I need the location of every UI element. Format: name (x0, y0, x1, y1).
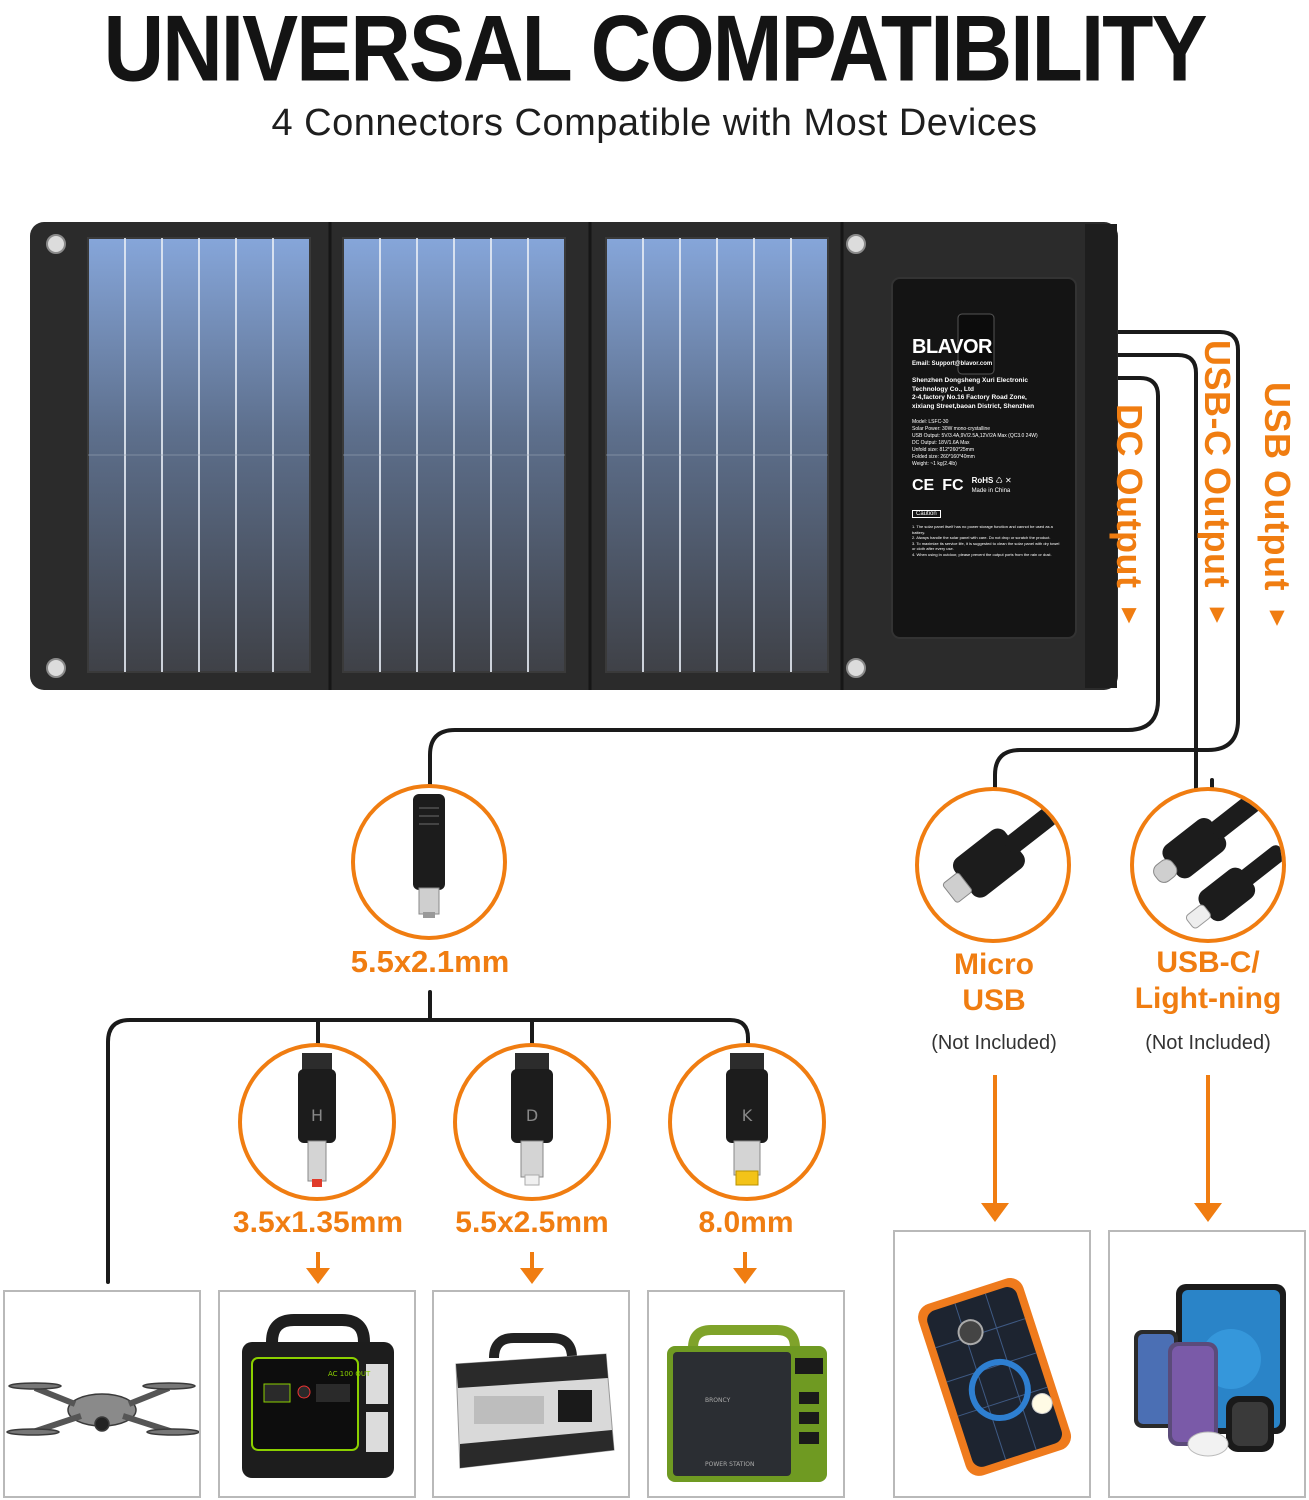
tip-3513-label: 3.5x1.35mm (232, 1206, 404, 1239)
solar-power-bank-icon (918, 1278, 1072, 1476)
device-power-station-1: AC 100 OUT (218, 1290, 416, 1498)
station-brand: BRONCY (705, 1397, 731, 1404)
power-station-icon: BRONCY POWER STATION (667, 1325, 827, 1482)
station-port-label: AC 100 OUT (328, 1370, 371, 1378)
pocket-label: BLAVOR Email: Support@blavor.com Shenzhe… (912, 336, 1082, 557)
micro-usb-label: Micro USB (953, 948, 1034, 1017)
tip-letter: K (742, 1106, 753, 1125)
certification-marks: CE FC RoHS ♺ ✕ Made in China (912, 476, 1082, 496)
spec-list: Model: LSFC-30 Solar Power: 30W mono-cry… (912, 419, 1038, 467)
dc-adapter-icon: K (726, 1053, 768, 1186)
station-label: POWER STATION (705, 1461, 754, 1468)
caution-list: 1. The solar panel itself has no power s… (912, 524, 1060, 557)
tip-letter: D (526, 1106, 538, 1125)
dc-plug-icon (413, 794, 445, 918)
tip-letter: H (311, 1106, 323, 1125)
usbc-cable (1060, 353, 1198, 792)
dc-5521-label: 5.5x2.1mm (350, 944, 510, 979)
down-arrow-icon: ▼ (1114, 598, 1144, 630)
tip-5525-label: 5.5x2.5mm (455, 1206, 609, 1239)
micro-usb-icon (942, 805, 1059, 903)
usbc-lightning-note: (Not Included) (1145, 1032, 1271, 1054)
device-power-station-2 (432, 1290, 630, 1498)
dc-cable (428, 376, 1160, 792)
device-phones-tablets (1108, 1230, 1306, 1498)
brand-logo: BLAVOR (912, 336, 992, 358)
ce-mark-icon: CE (912, 477, 935, 494)
power-station-icon (455, 1333, 615, 1469)
usb-cable (993, 330, 1240, 802)
tip-3513-connector: H (238, 1043, 396, 1201)
power-station-icon: AC 100 OUT (242, 1314, 394, 1478)
tip-80-connector: K (668, 1043, 826, 1201)
tip-80-label: 8.0mm (698, 1206, 794, 1239)
usb-output-label: USB Output ▼ (1257, 382, 1298, 632)
drone-cable (106, 1018, 132, 1284)
down-arrow-icon: ▼ (1202, 598, 1232, 629)
mobile-devices-icon (1134, 1284, 1286, 1457)
tip-5525-connector: D (453, 1043, 611, 1201)
dc-5521-connector (351, 784, 507, 940)
rohs-mark-icon: RoHS ♺ ✕ Made in China (971, 476, 1012, 494)
device-drone (3, 1290, 201, 1498)
usbc-output-label: USB-C Output ▼ (1197, 340, 1238, 629)
caution-badge: Caution (912, 510, 941, 518)
page-subtitle: 4 Connectors Compatible with Most Device… (271, 102, 1038, 144)
usbc-lightning-connector (1130, 787, 1286, 943)
drone-icon (6, 1382, 199, 1436)
dc-adapter-icon: D (511, 1053, 553, 1186)
dc-output-label: DC Output ▼ (1109, 404, 1150, 630)
device-power-bank (893, 1230, 1091, 1498)
micro-usb-connector (915, 787, 1071, 943)
dc-adapter-icon: H (298, 1053, 336, 1187)
page-title: UNIVERSAL COMPATIBILITY (103, 0, 1207, 101)
usbc-lightning-label: USB-C/ Light-ning (1134, 946, 1282, 1015)
company-info: Shenzhen Dongsheng Xuri Electronic Techn… (912, 377, 1035, 410)
device-power-station-3: BRONCY POWER STATION (647, 1290, 845, 1498)
usbc-lightning-icon (1153, 791, 1282, 929)
fc-mark-icon: FC (942, 477, 964, 494)
solar-panel (30, 222, 1118, 690)
brand-email: Email: Support@blavor.com (912, 361, 993, 367)
micro-usb-note: (Not Included) (931, 1032, 1057, 1054)
down-arrow-icon: ▼ (1262, 601, 1292, 632)
